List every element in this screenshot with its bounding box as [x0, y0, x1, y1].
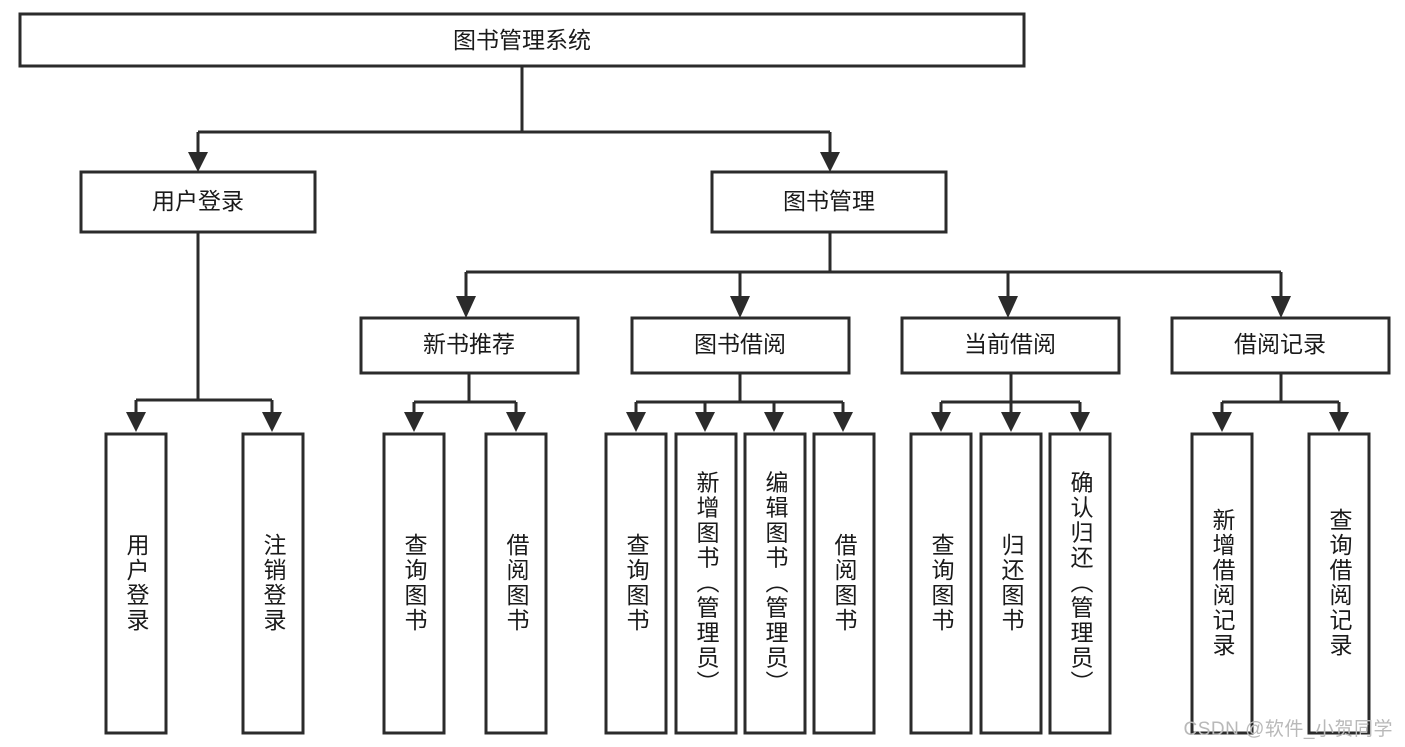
node-leaf-query-book-2-box[interactable]	[604, 432, 668, 735]
node-leaf-logout-login[interactable]: 注销登录	[241, 432, 305, 735]
node-leaf-user-login-box[interactable]	[104, 432, 168, 735]
node-leaf-borrow-book-1[interactable]: 借阅图书	[484, 432, 548, 735]
arrow-head-leaf-edit-book-admin	[764, 412, 784, 432]
node-leaf-add-book-admin-box[interactable]	[674, 432, 738, 735]
node-leaf-borrow-book-1-label: 借阅图书	[503, 533, 530, 633]
node-leaf-query-book-1-label: 查询图书	[401, 533, 428, 633]
node-leaf-confirm-return-admin[interactable]: 确认归还（管理员）	[1048, 432, 1112, 735]
node-new-book-recommend-label: 新书推荐	[423, 331, 515, 357]
arrow-head-borrow-record	[1271, 296, 1291, 318]
node-leaf-query-book-1[interactable]: 查询图书	[382, 432, 446, 735]
node-current-borrow[interactable]: 当前借阅	[900, 316, 1121, 375]
node-root-box[interactable]	[18, 12, 1026, 68]
node-user-login[interactable]: 用户登录	[79, 170, 317, 234]
node-leaf-borrow-book-2[interactable]: 借阅图书	[812, 432, 876, 735]
node-leaf-query-book-3-box[interactable]	[909, 432, 973, 735]
node-borrow-record-label: 借阅记录	[1234, 331, 1326, 357]
arrow-head-leaf-confirm-return-admin	[1070, 412, 1090, 432]
arrow-head-book-borrow	[730, 296, 750, 318]
node-leaf-query-book-2-label: 查询图书	[623, 533, 650, 633]
node-leaf-query-book-3[interactable]: 查询图书	[909, 432, 973, 735]
node-leaf-query-book-3-label: 查询图书	[928, 533, 955, 633]
node-leaf-confirm-return-admin-label: 确认归还（管理员）	[1067, 471, 1094, 696]
node-leaf-confirm-return-admin-box[interactable]	[1048, 432, 1112, 735]
node-leaf-return-book[interactable]: 归还图书	[979, 432, 1043, 735]
node-current-borrow-box[interactable]	[900, 316, 1121, 375]
node-leaf-add-borrow-record-box[interactable]	[1190, 432, 1254, 735]
node-user-login-box[interactable]	[79, 170, 317, 234]
node-book-borrow-label: 图书借阅	[694, 331, 786, 357]
node-leaf-query-borrow-record[interactable]: 查询借阅记录	[1307, 432, 1371, 735]
node-leaf-edit-book-admin-box[interactable]	[743, 432, 807, 735]
arrow-head-leaf-return-book	[1001, 412, 1021, 432]
arrow-head-leaf-borrow-book-1	[506, 412, 526, 432]
arrow-head-leaf-add-book-admin	[695, 412, 715, 432]
node-book-borrow-box[interactable]	[630, 316, 851, 375]
node-leaf-user-login-label: 用户登录	[123, 533, 150, 633]
node-root-label: 图书管理系统	[453, 27, 591, 53]
node-leaf-borrow-book-2-box[interactable]	[812, 432, 876, 735]
node-borrow-record-box[interactable]	[1170, 316, 1391, 375]
node-leaf-edit-book-admin-label: 编辑图书（管理员）	[762, 471, 789, 696]
node-leaf-add-book-admin[interactable]: 新增图书（管理员）	[674, 432, 738, 735]
node-user-login-label: 用户登录	[152, 188, 244, 214]
node-root[interactable]: 图书管理系统	[18, 12, 1026, 68]
node-leaf-return-book-label: 归还图书	[998, 533, 1025, 633]
node-leaf-query-book-1-box[interactable]	[382, 432, 446, 735]
node-leaf-logout-login-label: 注销登录	[260, 533, 287, 633]
arrow-head-book-management	[820, 152, 840, 172]
node-leaf-edit-book-admin[interactable]: 编辑图书（管理员）	[743, 432, 807, 735]
node-leaf-user-login[interactable]: 用户登录	[104, 432, 168, 735]
node-leaf-query-borrow-record-label: 查询借阅记录	[1326, 508, 1353, 658]
arrow-head-leaf-query-book-1	[404, 412, 424, 432]
node-leaf-borrow-book-2-label: 借阅图书	[831, 533, 858, 633]
node-leaf-borrow-book-1-box[interactable]	[484, 432, 548, 735]
node-leaf-logout-login-box[interactable]	[241, 432, 305, 735]
arrow-head-leaf-add-borrow-record	[1212, 412, 1232, 432]
node-leaf-query-book-2[interactable]: 查询图书	[604, 432, 668, 735]
arrow-head-new-book-recommend	[456, 296, 476, 318]
arrow-head-leaf-query-borrow-record	[1329, 412, 1349, 432]
arrow-head-leaf-logout-login	[262, 412, 282, 432]
node-leaf-add-book-admin-label: 新增图书（管理员）	[693, 471, 720, 696]
node-new-book-recommend-box[interactable]	[359, 316, 580, 375]
node-current-borrow-label: 当前借阅	[964, 331, 1056, 357]
node-book-management[interactable]: 图书管理	[710, 170, 948, 234]
arrow-head-user-login	[188, 152, 208, 172]
arrow-head-leaf-query-book-2	[626, 412, 646, 432]
node-leaf-return-book-box[interactable]	[979, 432, 1043, 735]
arrow-head-leaf-borrow-book-2	[833, 412, 853, 432]
node-borrow-record[interactable]: 借阅记录	[1170, 316, 1391, 375]
node-leaf-query-borrow-record-box[interactable]	[1307, 432, 1371, 735]
arrow-head-current-borrow	[998, 296, 1018, 318]
node-book-management-box[interactable]	[710, 170, 948, 234]
arrow-head-leaf-query-book-3	[931, 412, 951, 432]
node-leaf-add-borrow-record[interactable]: 新增借阅记录	[1190, 432, 1254, 735]
node-book-management-label: 图书管理	[783, 188, 875, 214]
arrow-head-leaf-user-login	[126, 412, 146, 432]
node-leaf-add-borrow-record-label: 新增借阅记录	[1209, 508, 1236, 658]
connector-layer	[126, 66, 1349, 432]
node-new-book-recommend[interactable]: 新书推荐	[359, 316, 580, 375]
node-book-borrow[interactable]: 图书借阅	[630, 316, 851, 375]
